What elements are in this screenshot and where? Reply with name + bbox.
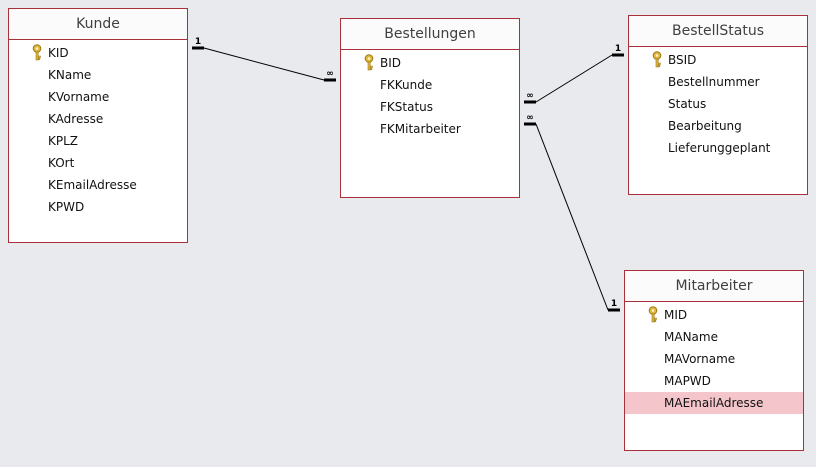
field-row[interactable]: KPWD: [9, 196, 187, 218]
field-name: Bearbeitung: [668, 119, 742, 133]
table-title[interactable]: Mitarbeiter: [625, 271, 803, 302]
field-name: MAEmailAdresse: [664, 396, 764, 410]
field-name: MAVorname: [664, 352, 736, 366]
field-name: MID: [664, 308, 688, 322]
field-row[interactable]: MAVorname: [625, 348, 803, 370]
field-row[interactable]: FKMitarbeiter: [341, 118, 519, 140]
field-row[interactable]: KOrt: [9, 152, 187, 174]
field-name: Status: [668, 97, 707, 111]
relationship-line: [535, 54, 613, 103]
field-name: KVorname: [48, 90, 110, 104]
field-row[interactable]: KPLZ: [9, 130, 187, 152]
primary-key-icon: [647, 306, 659, 323]
field-row[interactable]: KEmailAdresse: [9, 174, 187, 196]
field-row[interactable]: Bestellnummer: [629, 71, 807, 93]
table-title[interactable]: Kunde: [9, 9, 187, 40]
field-name: MAName: [664, 330, 718, 344]
field-name: MAPWD: [664, 374, 711, 388]
relationship-line: [203, 47, 325, 81]
field-row[interactable]: KName: [9, 64, 187, 86]
field-name: BID: [380, 56, 402, 70]
field-name: BSID: [668, 53, 697, 67]
field-name: Lieferunggeplant: [668, 141, 771, 155]
field-name: KName: [48, 68, 92, 82]
field-row[interactable]: Status: [629, 93, 807, 115]
primary-key-icon: [31, 44, 43, 61]
primary-key-icon: [651, 51, 663, 68]
primary-key-field[interactable]: MID: [625, 304, 803, 326]
field-name: Bestellnummer: [668, 75, 760, 89]
field-name: KOrt: [48, 156, 75, 170]
table-title[interactable]: Bestellungen: [341, 19, 519, 50]
primary-key-field[interactable]: BSID: [629, 49, 807, 71]
field-name: FKMitarbeiter: [380, 122, 461, 136]
cardinality-one-label: 1: [615, 44, 621, 54]
field-name: KPWD: [48, 200, 85, 214]
primary-key-icon: [363, 54, 375, 71]
field-name: KPLZ: [48, 134, 79, 148]
field-row[interactable]: MAPWD: [625, 370, 803, 392]
primary-key-field[interactable]: BID: [341, 52, 519, 74]
cardinality-one-label: 1: [195, 37, 201, 47]
cardinality-one-label: 1: [611, 299, 617, 309]
field-row[interactable]: FKKunde: [341, 74, 519, 96]
field-row[interactable]: MAName: [625, 326, 803, 348]
cardinality-many-label: ∞: [326, 69, 334, 79]
primary-key-field[interactable]: KID: [9, 42, 187, 64]
table-title[interactable]: BestellStatus: [629, 16, 807, 47]
cardinality-many-label: ∞: [526, 113, 534, 123]
field-row[interactable]: FKStatus: [341, 96, 519, 118]
field-row[interactable]: MAEmailAdresse: [625, 392, 803, 414]
field-name: KAdresse: [48, 112, 104, 126]
relationship-line: [535, 123, 609, 311]
field-row[interactable]: Lieferunggeplant: [629, 137, 807, 159]
cardinality-many-label: ∞: [526, 91, 534, 101]
field-row[interactable]: Bearbeitung: [629, 115, 807, 137]
field-name: FKKunde: [380, 78, 433, 92]
field-name: FKStatus: [380, 100, 434, 114]
field-name: KID: [48, 46, 69, 60]
field-row[interactable]: KVorname: [9, 86, 187, 108]
field-row[interactable]: KAdresse: [9, 108, 187, 130]
field-name: KEmailAdresse: [48, 178, 137, 192]
